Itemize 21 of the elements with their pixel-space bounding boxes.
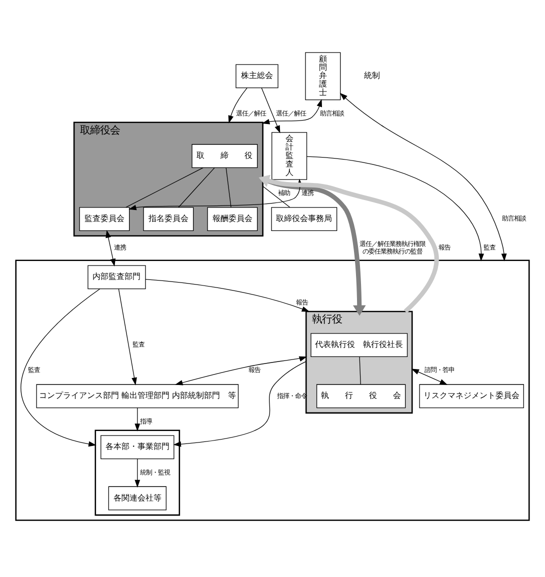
arrow (411, 368, 448, 384)
cluster (15, 259, 530, 520)
arrow (20, 288, 100, 446)
arrow (173, 360, 306, 446)
arrow (258, 174, 439, 313)
arrow (262, 98, 322, 124)
arrow (174, 356, 308, 385)
arrow (145, 278, 310, 312)
arrow (118, 288, 137, 385)
connector (178, 166, 215, 208)
arrow (134, 458, 140, 488)
arrow (228, 87, 248, 123)
arrow (340, 92, 507, 261)
connector (359, 356, 361, 384)
connector (126, 166, 204, 208)
connector (262, 185, 290, 208)
arrow (306, 156, 484, 261)
arrow (261, 87, 280, 133)
arrow (134, 407, 140, 431)
arrow (106, 229, 116, 266)
connector (226, 166, 232, 208)
